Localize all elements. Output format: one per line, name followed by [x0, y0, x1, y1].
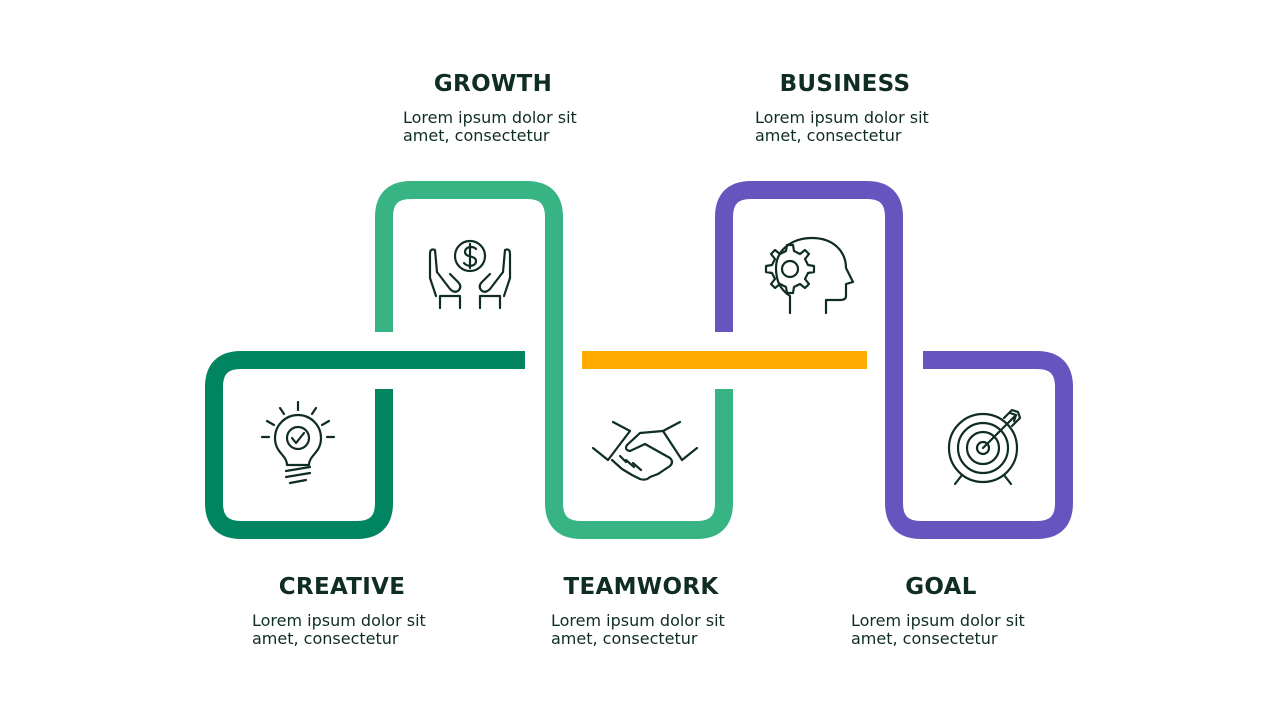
step-business: BUSINESS Lorem ipsum dolor sit amet, con…: [725, 70, 965, 145]
creative-path: [205, 351, 525, 539]
step-creative: CREATIVE Lorem ipsum dolor sit amet, con…: [222, 573, 462, 648]
hands-dollar-icon: [428, 239, 512, 310]
business-goal-path: [715, 181, 1073, 539]
step-description: Lorem ipsum dolor sit amet, consectetur: [755, 108, 929, 145]
step-description: Lorem ipsum dolor sit amet, consectetur: [252, 611, 426, 648]
step-description: Lorem ipsum dolor sit amet, consectetur: [403, 108, 577, 145]
target-arrow-icon: [947, 408, 1022, 486]
step-title: CREATIVE: [278, 574, 406, 600]
handshake-icon: [591, 420, 699, 481]
step-title: GOAL: [905, 574, 977, 600]
step-title: TEAMWORK: [563, 574, 719, 600]
step-description: Lorem ipsum dolor sit amet, consectetur: [551, 611, 725, 648]
step-description: Lorem ipsum dolor sit amet, consectetur: [851, 611, 1025, 648]
step-growth: GROWTH Lorem ipsum dolor sit amet, conse…: [373, 70, 613, 145]
step-teamwork: TEAMWORK Lorem ipsum dolor sit amet, con…: [521, 573, 761, 648]
head-gear-icon: [764, 236, 855, 315]
step-goal: GOAL Lorem ipsum dolor sit amet, consect…: [821, 573, 1061, 648]
growth-teamwork-path: [375, 181, 733, 539]
lightbulb-check-icon: [260, 400, 336, 485]
step-title: BUSINESS: [779, 71, 911, 97]
step-title: GROWTH: [433, 71, 553, 97]
